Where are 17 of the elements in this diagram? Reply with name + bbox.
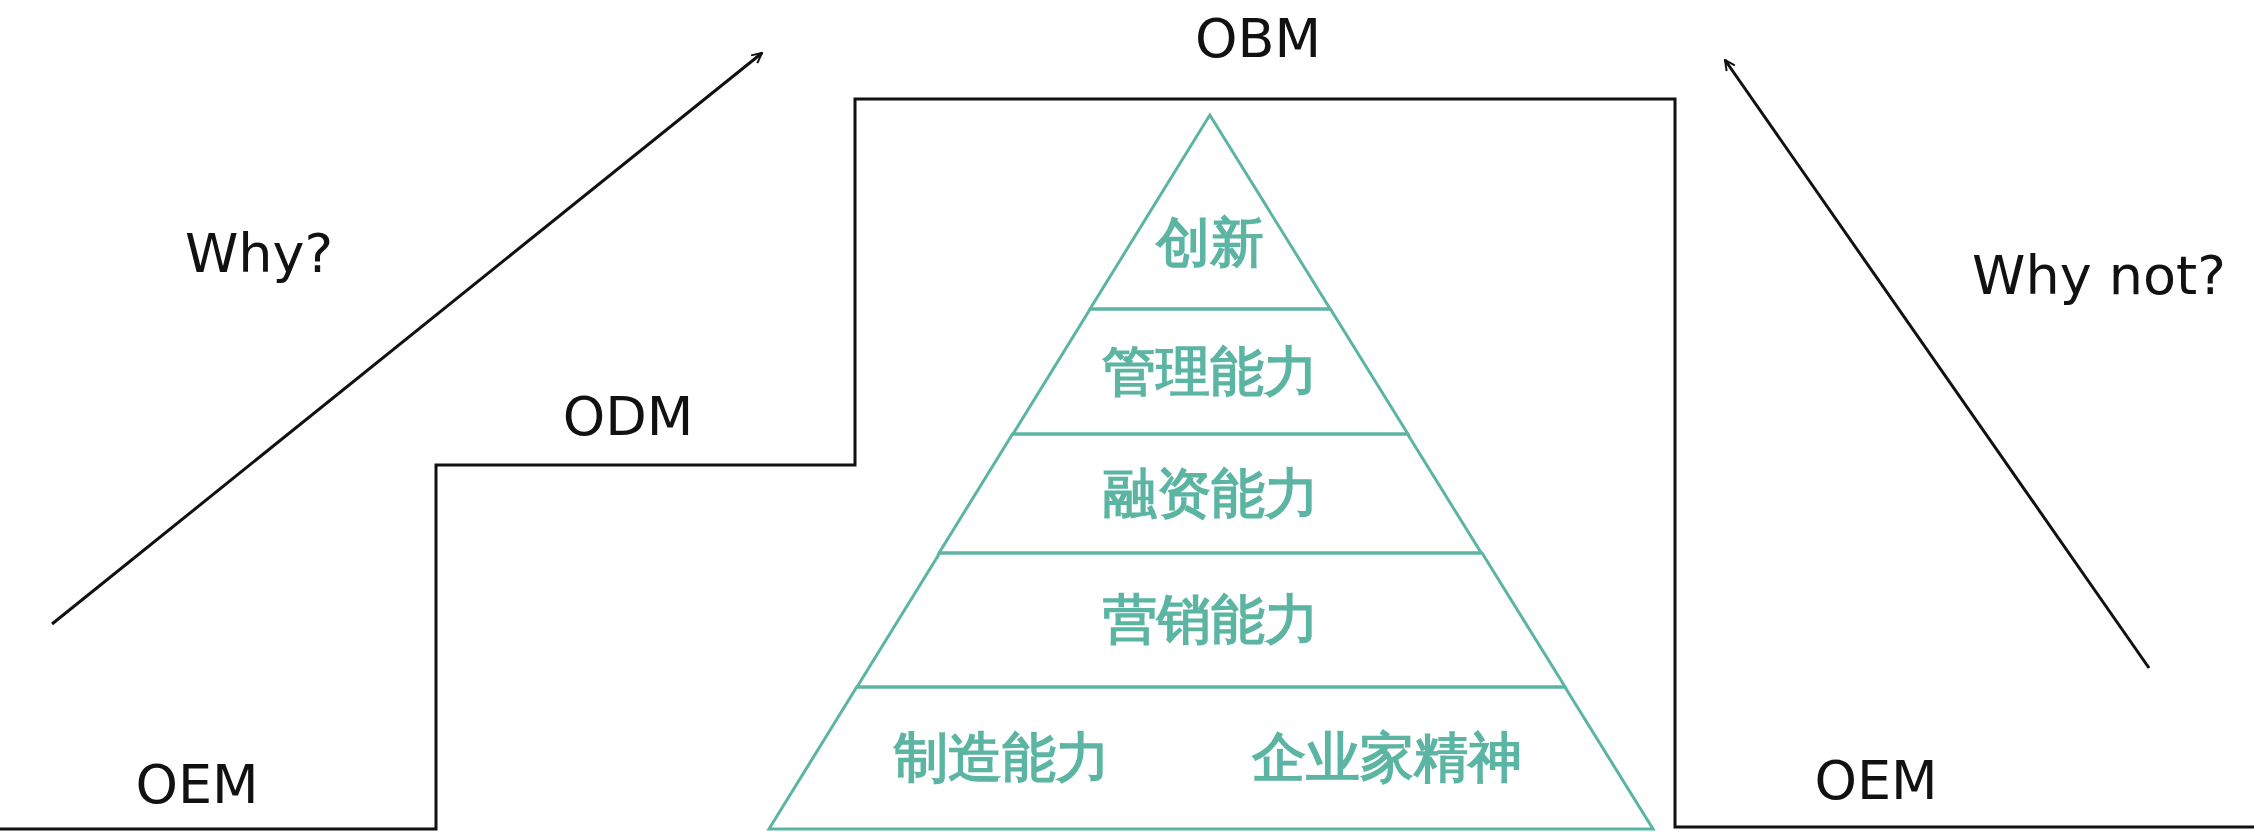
question-label: Why not?	[1972, 249, 2226, 303]
tier-label: 营销能力	[1102, 590, 1319, 650]
step-label: OEM	[135, 758, 259, 812]
pyramid-tier	[1012, 309, 1408, 434]
pyramid-tier	[1090, 115, 1331, 309]
step-label: ODM	[562, 390, 694, 444]
question-label: Why?	[184, 227, 334, 281]
step-label: OBM	[1194, 12, 1322, 66]
pyramid-tier	[939, 434, 1482, 553]
tier-label: 制造能力	[894, 728, 1110, 788]
tier-label: 管理能力	[1102, 341, 1319, 402]
tier-label: 创新	[1156, 213, 1265, 273]
pyramid-tier	[769, 687, 1653, 829]
tier-label: 融资能力	[1102, 463, 1319, 524]
pyramid-tier	[856, 553, 1565, 687]
step-label: OEM	[1814, 754, 1938, 808]
tier-label: 企业家精神	[1252, 728, 1522, 788]
